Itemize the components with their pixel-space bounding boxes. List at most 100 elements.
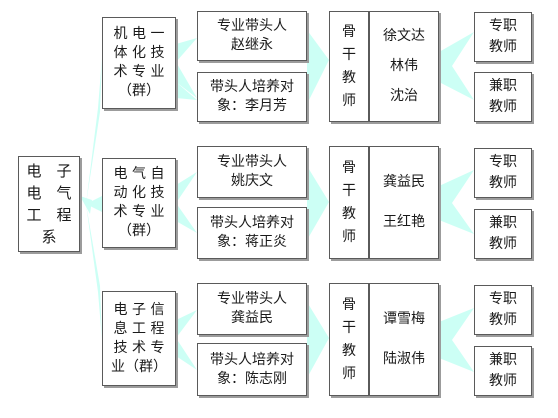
major-line: （群） <box>118 83 160 99</box>
teacher-name: 王红艳 <box>383 213 425 230</box>
leader-title: 专业带头人 <box>217 18 287 34</box>
leader-title: 专业带头人 <box>217 154 287 170</box>
department-line: 电 气 <box>26 184 72 202</box>
connector-shape <box>439 308 474 372</box>
backbone-names-box: 谭雪梅 陆淑伟 <box>369 283 439 396</box>
backbone-label-char: 教 <box>342 342 356 359</box>
teacher-name: 沈治 <box>390 87 418 104</box>
major-box-electrical-automation: 电 气 自 动 化 技 术 专 业 （群） <box>102 158 176 248</box>
teacher-name: 徐文达 <box>383 28 425 45</box>
backbone-label-char: 教 <box>342 205 356 222</box>
department-line: 工 程 <box>26 206 72 224</box>
department-label: 电 子 电 气 工 程 系 <box>19 157 79 251</box>
department-line: 电 子 <box>26 162 72 180</box>
fulltime-line: 教师 <box>489 39 517 55</box>
backbone-label-char: 骨 <box>342 23 356 40</box>
fulltime-line: 专职 <box>489 291 517 307</box>
backbone-label-char: 干 <box>342 46 356 63</box>
parttime-line: 兼职 <box>489 215 517 231</box>
leader-box: 专业带头人 赵继永 <box>197 11 307 61</box>
major-line: 动 化 技 <box>113 185 165 201</box>
connector-shape <box>86 204 102 340</box>
backbone-names-box: 龚益民 王红艳 <box>369 146 439 259</box>
backbone-names-box: 徐文达 林伟 沈治 <box>369 11 439 122</box>
backbone-label-char: 干 <box>342 182 356 199</box>
connector-shape <box>86 196 102 212</box>
parttime-line: 教师 <box>489 236 517 252</box>
department-box: 电 子 电 气 工 程 系 <box>18 156 80 252</box>
trainee-name: 象：蒋正炎 <box>217 234 287 250</box>
major-label: 机 电 一 体 化 技 术 专 业 （群） <box>103 18 175 108</box>
parttime-teacher-box: 兼职 教师 <box>474 209 532 259</box>
backbone-label-char: 骨 <box>342 159 356 176</box>
major-line: （群） <box>118 223 160 239</box>
connector-shape <box>439 32 474 100</box>
backbone-label-char: 师 <box>342 228 356 245</box>
trainee-box: 带头人培养对 象：李月芳 <box>197 72 307 122</box>
parttime-line: 教师 <box>489 373 517 389</box>
trainee-title: 带头人培养对 <box>210 79 294 95</box>
connector-shape <box>307 166 329 240</box>
backbone-label-char: 骨 <box>342 296 356 313</box>
parttime-line: 教师 <box>489 99 517 115</box>
teacher-name: 林伟 <box>390 57 418 74</box>
parttime-teacher-box: 兼职 教师 <box>474 346 532 396</box>
major-line: 业（群） <box>111 358 167 375</box>
fulltime-teacher-box: 专职 教师 <box>474 12 532 62</box>
fulltime-teacher-box: 专职 教师 <box>474 148 532 198</box>
major-box-mechatronics: 机 电 一 体 化 技 术 专 业 （群） <box>102 17 176 109</box>
leader-name: 赵继永 <box>231 37 273 53</box>
backbone-label-char: 干 <box>342 319 356 336</box>
trainee-box: 带头人培养对 象：陈志刚 <box>197 343 307 396</box>
leader-box: 专业带头人 姚庆文 <box>197 146 307 198</box>
teacher-name: 谭雪梅 <box>383 311 425 328</box>
leader-box: 专业带头人 龚益民 <box>197 283 307 335</box>
fulltime-teacher-box: 专职 教师 <box>474 285 532 335</box>
major-line: 术 专 业 <box>113 64 165 80</box>
department-line: 系 <box>41 228 57 246</box>
trainee-box: 带头人培养对 象：蒋正炎 <box>197 207 307 259</box>
fulltime-line: 专职 <box>489 18 517 34</box>
major-line: 电 气 自 <box>113 166 165 182</box>
teacher-name: 陆淑伟 <box>383 350 425 367</box>
major-line: 电 子 信 <box>113 301 165 318</box>
fulltime-line: 专职 <box>489 154 517 170</box>
major-line: 术 专 业 <box>113 204 165 220</box>
leader-name: 龚益民 <box>231 310 273 326</box>
major-line: 息 工 程 <box>113 320 165 337</box>
connector-shape <box>439 170 474 234</box>
connector-shape <box>86 58 102 204</box>
fulltime-line: 教师 <box>489 312 517 328</box>
fulltime-line: 教师 <box>489 175 517 191</box>
leader-title: 专业带头人 <box>217 291 287 307</box>
trainee-name: 象：李月芳 <box>217 98 287 114</box>
major-box-electronic-info: 电 子 信 息 工 程 技 术 专 业（群） <box>102 291 176 386</box>
major-label: 电 子 信 息 工 程 技 术 专 业（群） <box>103 292 175 385</box>
connector-shape <box>176 172 197 233</box>
backbone-label-char: 师 <box>342 92 356 109</box>
leader-name: 姚庆文 <box>231 173 273 189</box>
major-line: 技 术 专 <box>113 339 165 356</box>
major-line: 机 电 一 <box>113 26 165 42</box>
parttime-teacher-box: 兼职 教师 <box>474 72 532 122</box>
teacher-name: 龚益民 <box>383 174 425 191</box>
connector-shape <box>307 30 329 104</box>
backbone-label-box: 骨 干 教 师 <box>329 11 369 122</box>
backbone-label-char: 师 <box>342 365 356 382</box>
backbone-label-char: 教 <box>342 69 356 86</box>
parttime-line: 兼职 <box>489 352 517 368</box>
connector-shape <box>176 310 197 370</box>
connector-shape <box>307 302 329 378</box>
major-label: 电 气 自 动 化 技 术 专 业 （群） <box>103 159 175 247</box>
trainee-title: 带头人培养对 <box>210 351 294 368</box>
connector-shape <box>80 196 92 214</box>
major-line: 体 化 技 <box>113 45 165 61</box>
trainee-name: 象：陈志刚 <box>217 370 287 387</box>
backbone-label-box: 骨 干 教 师 <box>329 283 369 396</box>
connector-shape <box>176 38 197 100</box>
parttime-line: 兼职 <box>489 78 517 94</box>
backbone-label-box: 骨 干 教 师 <box>329 146 369 259</box>
trainee-title: 带头人培养对 <box>210 215 294 231</box>
